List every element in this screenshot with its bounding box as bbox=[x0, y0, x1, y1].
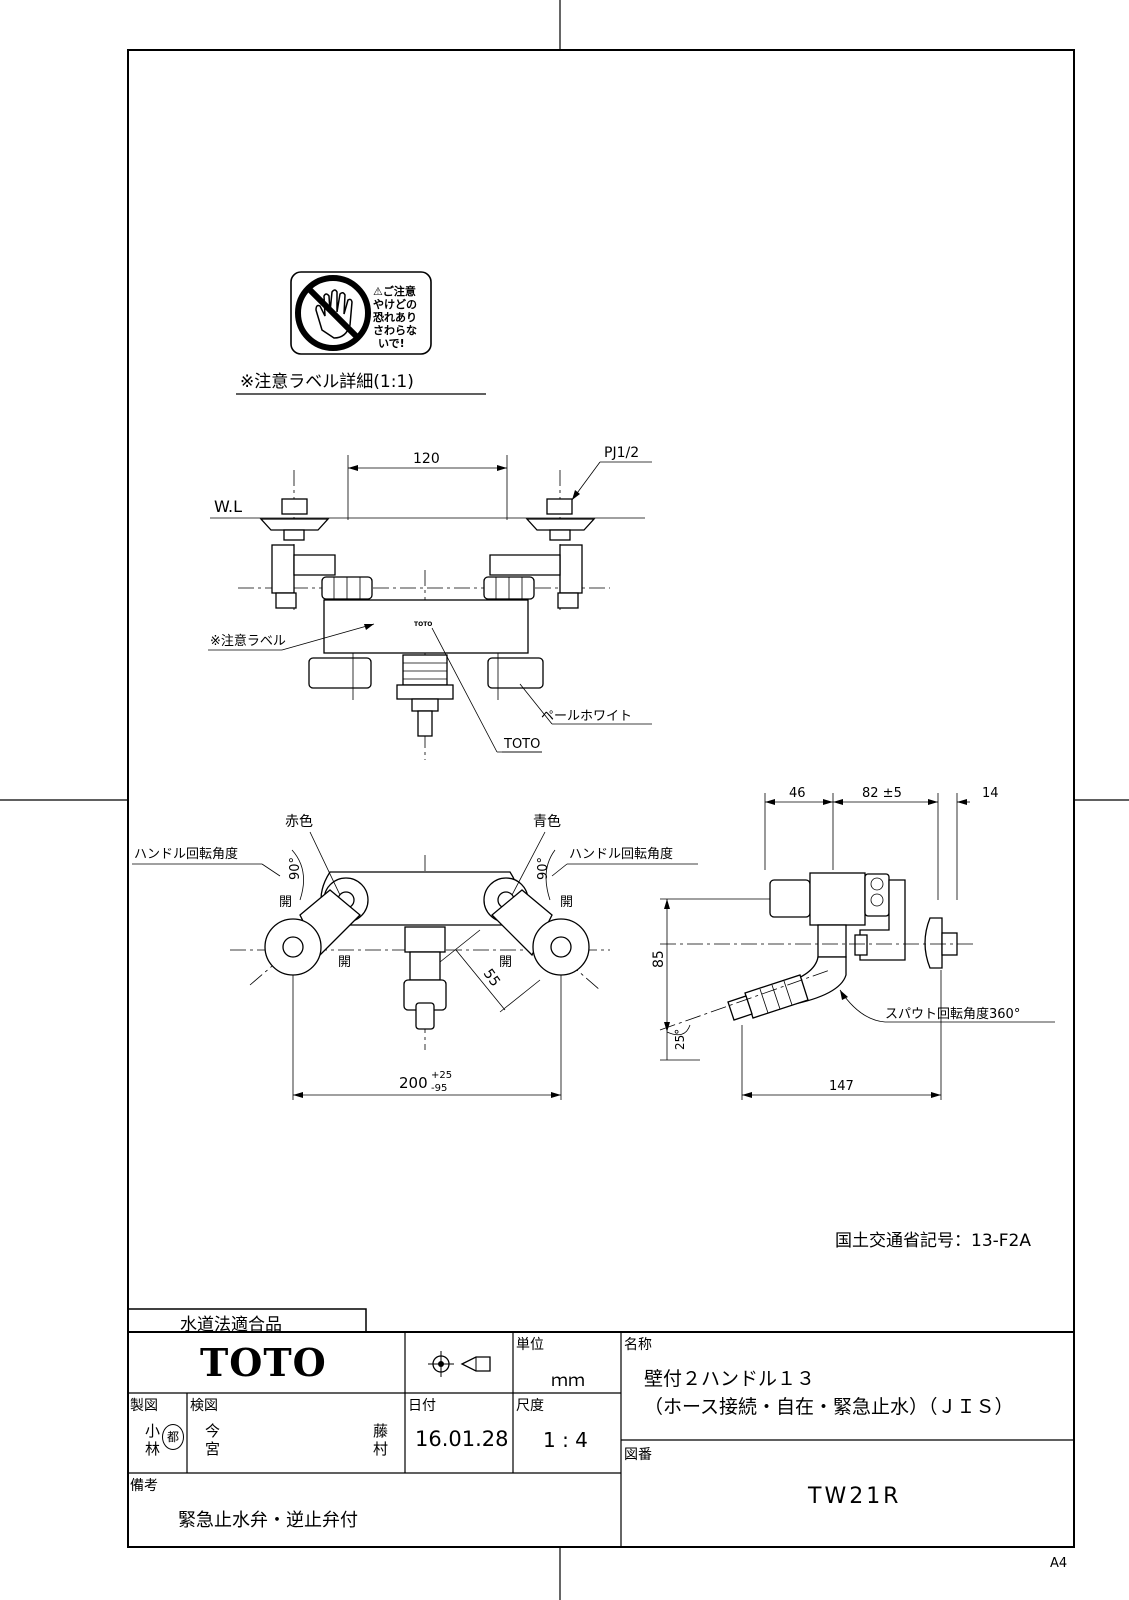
dim-200-tol-minus: -95 bbox=[431, 1083, 447, 1094]
drawing-number-label: 図番 bbox=[624, 1447, 652, 1463]
checked-name-2: 宮 bbox=[205, 1440, 221, 1458]
scale-label: 尺度 bbox=[516, 1398, 544, 1414]
drawn-stamp: 都 bbox=[162, 1424, 184, 1450]
dim-200: 200 bbox=[399, 1074, 428, 1092]
svg-text:⚠ご注意 やけどの 恐れあり: ⚠ご注意 やけどの 恐れあり さわらな いで! bbox=[373, 284, 421, 350]
logo-callout: TOTO bbox=[503, 737, 540, 752]
angle-25: 25° bbox=[673, 1029, 687, 1050]
drawn-stamp-text: 都 bbox=[166, 1430, 179, 1444]
drawing-number: TW21R bbox=[808, 1484, 902, 1509]
body-logo: TOTO bbox=[414, 621, 432, 628]
checked-name-1: 今 bbox=[205, 1422, 221, 1440]
date-value: 16.01.28 bbox=[415, 1427, 509, 1451]
top-view: 赤色 青色 ハンドル回転角度 ハンドル回転角度 90° 90° 開 開 開 開 … bbox=[132, 813, 698, 1100]
spout-rotation-label: スパウト回転角度360° bbox=[885, 1006, 1020, 1022]
scale-value: 1 : 4 bbox=[543, 1428, 588, 1452]
caution-line-1: ⚠ご注意 bbox=[373, 284, 416, 298]
drawn-name-1: 小 bbox=[145, 1422, 161, 1440]
dim-82: 82 ±5 bbox=[862, 786, 902, 801]
product-name-1: 壁付２ハンドル１３ bbox=[644, 1368, 816, 1390]
caution-line-4: さわらな bbox=[373, 324, 417, 337]
drawn-name-2: 林 bbox=[145, 1440, 161, 1458]
handle-angle-left: ハンドル回転角度 bbox=[134, 846, 238, 862]
dim-14: 14 bbox=[982, 786, 999, 801]
color-callout: ペールホワイト bbox=[541, 709, 632, 724]
title-block bbox=[127, 1308, 1074, 1547]
compliance-label: 水道法適合品 bbox=[180, 1315, 282, 1335]
remarks-label: 備考 bbox=[130, 1478, 158, 1494]
drawn-label: 製図 bbox=[130, 1398, 158, 1414]
third-angle-projection-icon bbox=[428, 1351, 491, 1377]
open-label-2: 開 bbox=[338, 955, 351, 970]
angle-left: 90° bbox=[288, 857, 303, 880]
side-view: 46 82 ±5 14 85 25° スパウト回転角度360° bbox=[651, 786, 1055, 1100]
blue-label: 青色 bbox=[533, 813, 561, 830]
dim-200-tol-plus: +25 bbox=[431, 1070, 452, 1081]
open-label-1: 開 bbox=[279, 895, 292, 910]
date-label: 日付 bbox=[408, 1398, 436, 1414]
handle-angle-right: ハンドル回転角度 bbox=[569, 846, 673, 862]
unit-value: ｍｍ bbox=[551, 1371, 585, 1391]
open-label-3: 開 bbox=[499, 955, 512, 970]
caution-line-5: いで! bbox=[378, 337, 405, 350]
product-name-2: （ホース接続・自在・緊急止水）（ＪＩＳ） bbox=[644, 1396, 1014, 1418]
caution-line-3: 恐れあり bbox=[373, 311, 417, 324]
checked-name-4: 村 bbox=[373, 1440, 389, 1458]
mlit-code: 国土交通省記号：13-F2A bbox=[835, 1231, 1031, 1251]
caution-line-2: やけどの bbox=[373, 298, 417, 311]
caution-label-callout: ※注意ラベル bbox=[210, 633, 286, 649]
checked-label: 検図 bbox=[190, 1398, 218, 1414]
paper-size: A4 bbox=[1050, 1556, 1068, 1571]
water-level-label: W.L bbox=[214, 497, 242, 516]
dim-85: 85 bbox=[651, 950, 667, 968]
company-logo: TOTO bbox=[200, 1340, 327, 1385]
dim-147: 147 bbox=[829, 1079, 854, 1094]
remarks-value: 緊急止水弁・逆止弁付 bbox=[178, 1510, 358, 1531]
caution-caption: ※注意ラベル詳細(1:1) bbox=[240, 372, 414, 392]
open-label-4: 開 bbox=[560, 895, 573, 910]
front-view: 120 PJ1/2 W.L bbox=[208, 445, 652, 760]
pipe-thread-label: PJ1/2 bbox=[604, 445, 639, 461]
dim-46: 46 bbox=[789, 786, 806, 801]
hand-icon bbox=[315, 289, 353, 339]
unit-label: 単位 bbox=[516, 1337, 544, 1353]
angle-right: 90° bbox=[536, 857, 551, 880]
name-label: 名称 bbox=[624, 1337, 652, 1353]
caution-label-detail: ⚠ご注意 やけどの 恐れあり さわらな いで! ※注意ラベル詳細(1:1) bbox=[236, 271, 486, 395]
checked-name-3: 藤 bbox=[373, 1422, 389, 1440]
red-label: 赤色 bbox=[285, 813, 313, 830]
sheet-border bbox=[127, 49, 1075, 1548]
dim-120: 120 bbox=[413, 451, 440, 467]
